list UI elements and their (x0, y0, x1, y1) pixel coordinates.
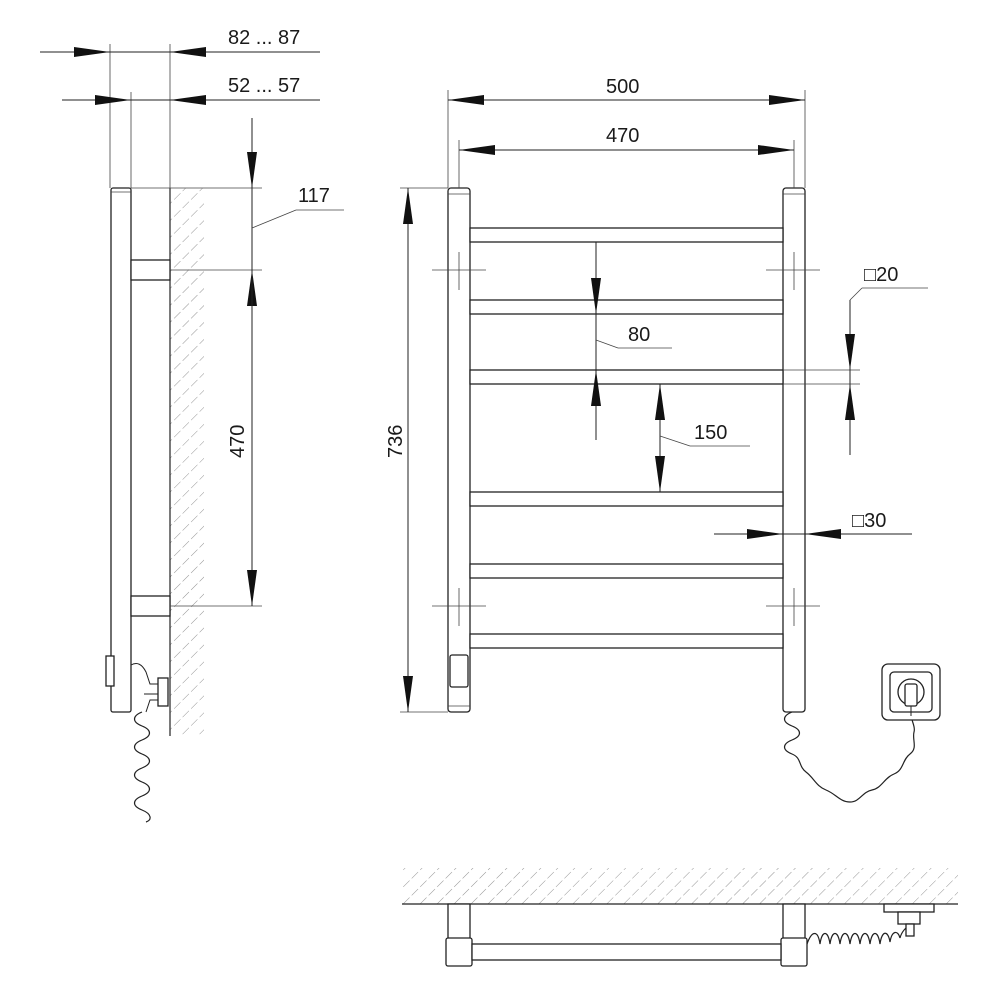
dim-mount-spacing: 470 (227, 425, 249, 458)
side-plug (130, 663, 161, 713)
side-bracket-bottom (130, 595, 171, 617)
side-rail (110, 187, 132, 713)
side-bracket-top (130, 259, 171, 281)
dim-rail-section: □30 (852, 510, 886, 532)
front-bar-4 (469, 491, 784, 507)
top-coil-cord (806, 923, 913, 945)
front-bar-2 (469, 299, 784, 315)
top-view (402, 868, 958, 967)
dim-depth-inner: 52 ... 57 (228, 75, 300, 97)
side-view: 82 ... 87 52 ... 57 117 470 (40, 27, 344, 823)
front-bar-1 (469, 227, 784, 243)
front-heater-control (449, 654, 469, 688)
front-bar-3 (469, 369, 784, 385)
dim-bar-gap-small: 80 (628, 324, 650, 346)
side-coil-cord (133, 711, 151, 823)
dim-overall-width: 500 (606, 76, 639, 98)
top-outlet (883, 903, 935, 913)
top-bracket-right (782, 903, 806, 941)
dim-height: 736 (385, 425, 407, 458)
dim-mount-width: 470 (606, 125, 639, 147)
dim-depth-outer: 82 ... 87 (228, 27, 300, 49)
top-wall-hatch (402, 868, 958, 904)
dim-bar-gap-large: 150 (694, 422, 727, 444)
side-heater-box (105, 655, 115, 687)
top-rail-end-right (780, 937, 808, 967)
dim-bar-section: □20 (864, 264, 898, 286)
top-rail-end-left (445, 937, 473, 967)
side-wall-hatch (170, 188, 204, 736)
front-view: 500 470 736 80 150 □20 (385, 76, 941, 803)
front-bar-6 (469, 633, 784, 649)
front-coil-cord (783, 711, 916, 803)
front-bar-5 (469, 563, 784, 579)
top-bracket-left (447, 903, 471, 941)
dim-top-offset: 117 (298, 185, 330, 207)
top-bar (471, 943, 782, 961)
